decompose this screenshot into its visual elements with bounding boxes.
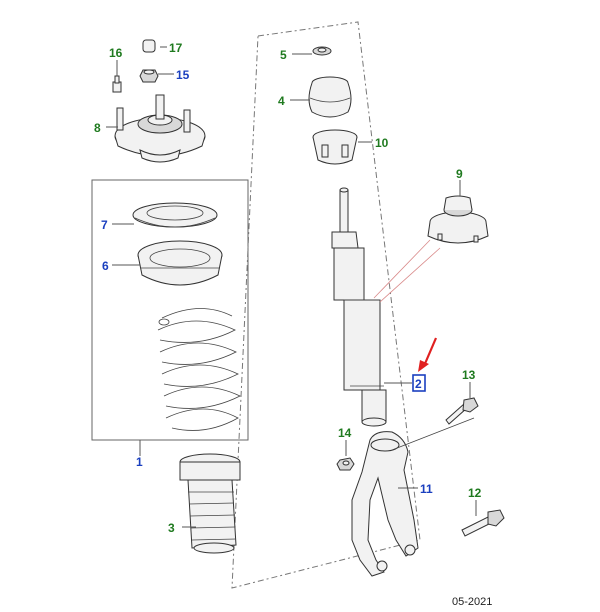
callout-6[interactable]: 6 [102,259,109,273]
diagram-date: 05-2021 [452,596,493,608]
callout-5[interactable]: 5 [280,48,287,62]
fork-part [351,417,475,577]
callout-7[interactable]: 7 [101,218,108,232]
cap-part-17 [142,39,156,53]
callout-16[interactable]: 16 [109,46,123,60]
highlight-arrow [422,337,438,367]
callout-8[interactable]: 8 [94,121,101,135]
reference-line-b [379,247,441,303]
coil-spring-part [157,308,241,431]
reference-line-a [373,239,431,299]
callout-15[interactable]: 15 [176,68,190,82]
callout-2[interactable]: 2 [415,377,422,391]
callout-9[interactable]: 9 [456,167,463,181]
upper-spring-seat-part [132,202,218,228]
callout-12[interactable]: 12 [468,486,482,500]
external-mount-part-9 [427,195,489,244]
callout-17[interactable]: 17 [169,41,183,55]
nut-part-14 [336,457,355,471]
washer-part [312,46,332,56]
callout-11[interactable]: 11 [420,482,433,496]
dust-boot-part [179,453,241,554]
callout-3[interactable]: 3 [168,521,175,535]
callout-1[interactable]: 1 [136,455,143,469]
callout-13[interactable]: 13 [462,368,476,382]
bolt-part-13 [445,397,479,425]
callout-14[interactable]: 14 [338,426,352,440]
nut-part-15 [139,69,159,83]
spring-isolator-part [137,240,223,286]
damper-part [331,187,387,427]
highlight-arrowhead [418,360,429,372]
bolt-part-12 [461,509,505,537]
top-mount-part [114,94,206,163]
spring-assembly-frame [91,179,249,441]
callout-4[interactable]: 4 [278,94,285,108]
rebound-bumper-part [308,76,352,118]
callout-10[interactable]: 10 [375,136,389,150]
bump-stop-cap-part [312,129,358,165]
stud-part-16 [112,75,122,93]
highlight-box [412,374,426,392]
